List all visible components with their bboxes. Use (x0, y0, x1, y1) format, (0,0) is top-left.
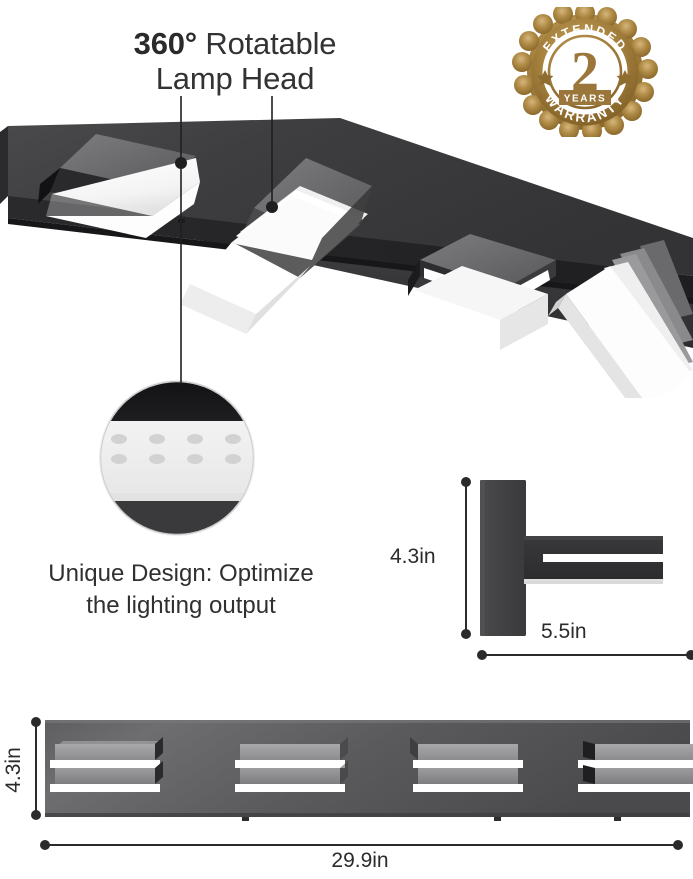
badge-star-left (536, 70, 554, 86)
callout-caption-line1: Unique Design: Optimize (48, 560, 314, 587)
page-title-line1: 360° Rotatable (0, 26, 470, 61)
front-lamp-head-2 (235, 737, 348, 792)
rotation-rest-text: Rotatable (197, 26, 337, 61)
diffuser-zoom-callout (100, 381, 254, 535)
callout-caption: Unique Design: Optimize the lighting out… (6, 558, 356, 622)
badge-years-text: YEARS (564, 94, 606, 105)
badge-scallop-ring (512, 7, 658, 137)
front-width-dimension (40, 840, 683, 850)
front-lamp-head-4 (578, 741, 693, 792)
front-lamp-head-1 (50, 737, 163, 792)
callout-caption-line2: the lighting output (86, 591, 276, 619)
front-height-dimension (31, 717, 41, 820)
lamp-head-4 (548, 240, 693, 398)
side-width-label: 5.5in (541, 620, 587, 643)
side-profile-diagram (440, 462, 693, 667)
lamp-head-1 (38, 134, 200, 238)
side-height-dimension (461, 477, 471, 639)
front-width-label: 29.9in (331, 849, 389, 872)
lamp-arm (524, 536, 665, 584)
badge-years-ribbon (559, 90, 611, 105)
badge-star-right (616, 70, 634, 86)
extended-warranty-badge: EXTENDED WARRANTY 2 YEARS (511, 7, 659, 137)
front-lamp-head-3 (410, 737, 523, 792)
side-height-label: 4.3in (390, 545, 436, 568)
lamp-head-2 (180, 158, 372, 334)
lamp-head-3 (408, 234, 556, 350)
side-width-dimension (477, 650, 693, 660)
led-dot-grid (111, 434, 241, 464)
page-title: 360° Rotatable Lamp Head (0, 26, 470, 97)
wall-plate (480, 480, 526, 636)
rotation-degree-text: 360° (133, 26, 198, 61)
page-title-line2: Lamp Head (155, 61, 315, 97)
front-height-label: 4.3in (1, 747, 25, 793)
product-hero-render (0, 118, 693, 398)
front-view-diagram (0, 700, 693, 879)
